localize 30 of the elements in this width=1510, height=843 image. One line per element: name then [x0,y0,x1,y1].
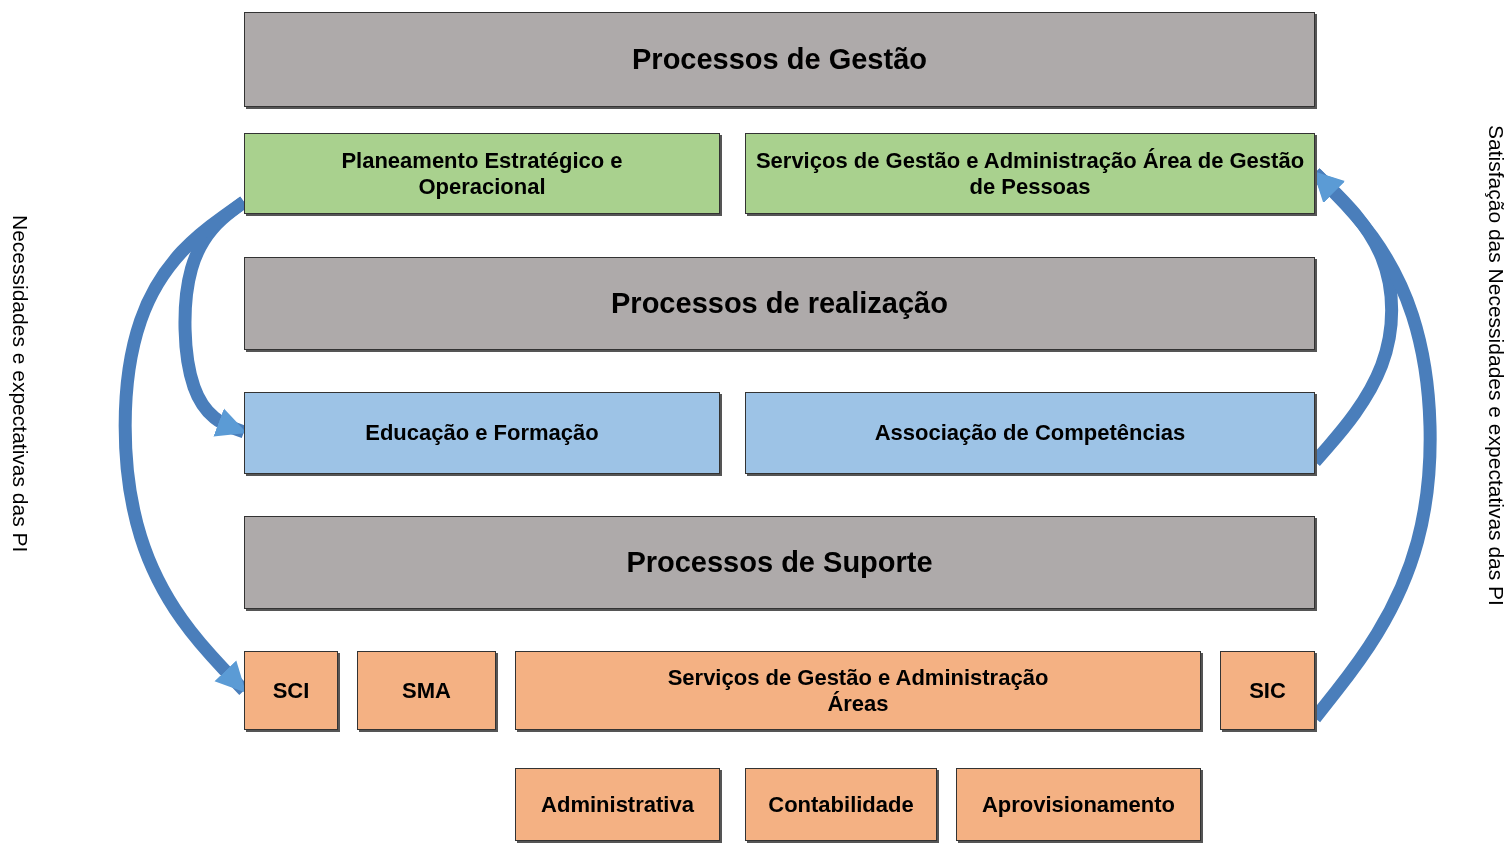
box-label: SCI [271,677,311,704]
box-label: Contabilidade [767,791,915,818]
side-label: Satisfação das Necessidades e expectativas das PI [1484,125,1508,606]
box-label: Serviços de Gestão e Administração Área de Gestão de Pessoas [754,147,1306,200]
process-box [515,768,720,841]
process-box [244,516,1315,609]
process-box [956,768,1201,841]
process-box [745,392,1315,474]
box-label: Processos de Gestão [631,43,928,76]
process-box [244,257,1315,350]
process-box [745,133,1315,214]
box-label: SIC [1248,677,1287,704]
box-label: Administrativa [540,791,695,818]
box-label: Serviços de Gestão e Administração Áreas [666,664,1050,717]
box-label: Processos de Suporte [625,546,934,579]
process-box [244,392,720,474]
process-box [357,651,496,730]
box-label: SMA [401,677,452,704]
process-box [745,768,937,841]
box-label: Aprovisionamento [980,791,1177,818]
process-box [244,12,1315,107]
box-label: Processos de realização [610,287,949,320]
process-box [244,651,338,730]
box-label: Educação e Formação [364,420,600,446]
process-box [1220,651,1315,730]
box-label: Planeamento Estratégico e Operacional [340,147,624,200]
box-label: Associação de Competências [873,420,1187,446]
side-label: Necessidades e expectativas das PI [8,215,32,553]
process-box [244,133,720,214]
process-box [515,651,1201,730]
